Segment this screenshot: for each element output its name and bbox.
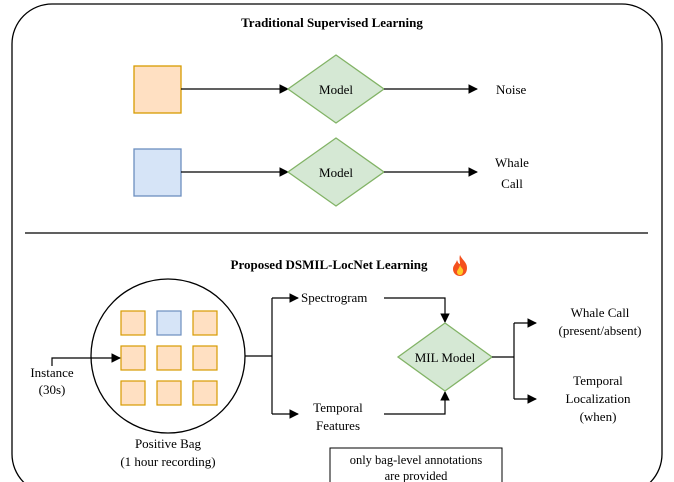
spectrogram-to-mil-arrow (384, 297, 450, 323)
model-diamond-1 (286, 54, 386, 124)
model-diamond-2 (286, 137, 386, 207)
model-label-2: Model (319, 165, 353, 180)
whale-input-square (133, 148, 182, 197)
instance-label-line2: (30s) (39, 382, 66, 397)
model-label-1: Model (319, 82, 353, 97)
instance-square (156, 380, 182, 406)
temporal-features-line2: Features (316, 418, 360, 433)
bag-label-line2: (1 hour recording) (120, 454, 215, 469)
noise-input-square (133, 65, 182, 114)
output1-line1: Whale Call (571, 305, 630, 320)
bottom-section-title: Proposed DSMIL-LocNet Learning (231, 257, 428, 272)
mil-model-label: MIL Model (415, 350, 476, 365)
mil-model-diamond (396, 322, 494, 392)
instance-arrow (51, 353, 121, 366)
output2-line1: Temporal (573, 373, 623, 388)
output1-line2: (present/absent) (558, 323, 641, 338)
instance-label-line1: Instance (30, 365, 74, 380)
fire-icon (453, 255, 467, 276)
instance-square (192, 380, 218, 406)
output2-line3: (when) (580, 409, 617, 424)
temporal-to-mil-arrow (384, 391, 450, 415)
note-box (329, 447, 503, 482)
instance-square (192, 345, 218, 371)
instance-square (120, 345, 146, 371)
output2-line2: Localization (566, 391, 631, 406)
spectrogram-label: Spectrogram (301, 290, 367, 305)
whale-output-label-line1: Whale (495, 155, 529, 170)
noise-output-label: Noise (496, 82, 527, 97)
note-line2: are provided (385, 469, 449, 482)
temporal-features-line1: Temporal (313, 400, 363, 415)
bag-label-line1: Positive Bag (135, 436, 202, 451)
note-line1: only bag-level annotations (350, 453, 483, 467)
top-section-title: Traditional Supervised Learning (241, 15, 423, 30)
outer-frame (11, 3, 663, 482)
instance-square (156, 345, 182, 371)
instance-square (120, 310, 146, 336)
instance-square (120, 380, 146, 406)
whale-output-label-line2: Call (501, 176, 523, 191)
instance-square-blue (156, 310, 182, 336)
instance-square (192, 310, 218, 336)
